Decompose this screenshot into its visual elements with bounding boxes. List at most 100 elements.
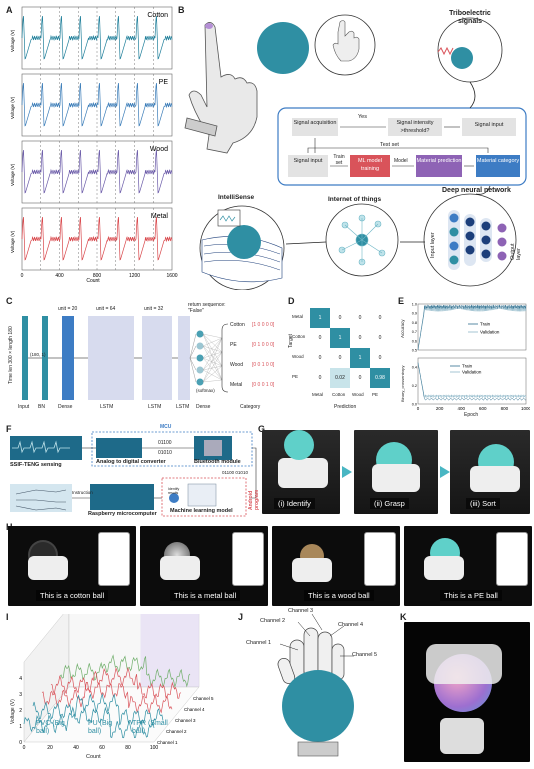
trace-line <box>21 15 173 60</box>
category-bracket <box>221 323 229 393</box>
confusion-ylabel: Target <box>288 334 294 348</box>
channel-leaders <box>279 613 354 657</box>
label-softmax: (softmax) <box>196 388 215 393</box>
label-tpr: TPR (Small ball) <box>132 720 168 735</box>
layer-label: Input <box>18 404 30 410</box>
flow-container <box>277 107 527 186</box>
trace-label: Metal <box>151 213 169 220</box>
panel-g: (i) Identify (ii) Grasp (iii) Sort <box>262 430 532 518</box>
panel-f-graphics <box>10 431 257 517</box>
confusion-row-label: PE <box>292 374 299 379</box>
caption-pe: This is a PE ball <box>440 590 502 601</box>
panel-i-xlabel: Count <box>86 754 101 760</box>
photo-wood: This is a wood ball <box>272 526 400 606</box>
y-tick-label: 1 <box>19 724 22 730</box>
dense-nodes <box>189 330 223 386</box>
label-android: Android program <box>248 489 260 510</box>
lstm-block-1 <box>88 316 134 400</box>
accuracy-tick: 0.9 <box>412 312 417 316</box>
identify-icon <box>169 493 179 503</box>
label-test-set: Test set <box>380 142 399 148</box>
channel-label: Channel 5 <box>193 696 214 701</box>
channel-trace <box>41 682 173 715</box>
node-signal-acquisition <box>292 118 338 136</box>
y-tick-label: 0 <box>19 740 22 746</box>
label-ml-training: ML model training <box>358 158 382 172</box>
epoch-tick: 200 <box>436 406 444 411</box>
photo-sort: (iii) Sort <box>450 430 530 514</box>
panel-letter-d: D <box>288 296 295 306</box>
phone-screen <box>496 532 528 586</box>
confusion-col-label: Metal <box>312 392 324 397</box>
channel-label: Channel 1 <box>157 740 178 745</box>
loss-tick: 0.2 <box>412 384 417 388</box>
glove-shape <box>372 464 420 492</box>
glove-shape <box>278 458 328 488</box>
epoch-tick: 400 <box>457 406 465 411</box>
category-code: [0 1 0 0 0] <box>252 342 275 348</box>
loss-train-line <box>417 362 527 401</box>
bn-block <box>42 316 48 400</box>
panel-letter-b: B <box>178 5 185 15</box>
label-ml: Machine learning model <box>170 508 233 514</box>
epoch-tick: 1000 <box>521 406 530 411</box>
x-tick-label: 0 <box>21 273 24 279</box>
confusion-cell: 1 <box>350 348 370 368</box>
bluetooth-die <box>204 440 222 456</box>
label-pu: PU (Big ball) <box>88 720 113 735</box>
photo-identify: (i) Identify <box>262 430 340 514</box>
confusion-cell: 0.98 <box>370 368 390 388</box>
raspberry-board <box>90 484 154 510</box>
confusion-row-label: Metal <box>292 314 304 319</box>
y-tick-label: 4 <box>19 676 22 682</box>
trace-ylabel: Voltage (V) <box>10 230 15 253</box>
lstm-block-2 <box>142 316 172 400</box>
label-signal-intensity: Signal intensity >threshold? <box>396 120 434 134</box>
arrow-icon <box>440 466 450 478</box>
label-pvc: PVC (Big ball) <box>36 720 65 735</box>
label-signal-input: Signal input <box>293 158 323 164</box>
x-tick-label: 0 <box>23 745 26 751</box>
dense-node <box>196 378 204 386</box>
label-intellisense: IntelliSense <box>218 194 255 201</box>
wrist-illustration <box>297 741 339 757</box>
x-tick-label: 80 <box>125 745 131 751</box>
layer-label: LSTM <box>100 404 114 410</box>
channel-3-label: Channel 3 <box>288 608 314 614</box>
category-code: [0 0 1 0 0] <box>252 362 275 368</box>
photo-pe: This is a PE ball <box>404 526 532 606</box>
label-train-set: Train set <box>333 154 345 166</box>
label-signal-input-top: Signal input <box>474 122 504 128</box>
glove-shape <box>292 558 332 582</box>
caption-wood: This is a wood ball <box>304 590 374 601</box>
trace-label: Wood <box>150 146 168 153</box>
robot-base <box>440 718 484 754</box>
panel-f: SSIF-TENG sensing MCU Analog to digital … <box>8 424 260 520</box>
layer-label: Dense <box>196 404 211 410</box>
panel-a-xlabel: Count <box>86 278 100 284</box>
confusion-cell: 0 <box>310 348 330 368</box>
label-shape: (180, 1) <box>30 352 46 357</box>
panel-letter-g: G <box>258 424 266 434</box>
glove-shape <box>424 556 464 580</box>
trace-ylabel: Voltage (V) <box>10 163 15 186</box>
intellisense-hand-icon <box>201 209 283 283</box>
dense-node <box>196 366 204 374</box>
accuracy-validation-line <box>417 305 527 351</box>
category-code: [1 0 0 0 0] <box>252 322 275 328</box>
layer-label: Dense <box>58 404 73 410</box>
loss-tick: 0.0 <box>412 403 417 407</box>
x-tick-label: 1600 <box>166 273 177 279</box>
layer-label: LSTM <box>176 404 190 410</box>
label-ssif: SSIF-TENG sensing <box>10 462 62 468</box>
label-identify: Identify results <box>168 487 180 495</box>
signal-wave-icon <box>437 46 454 56</box>
label-iot: Internet of things <box>328 196 382 203</box>
input-block <box>22 316 28 400</box>
ball-shape <box>284 430 314 460</box>
caption-sort: (iii) Sort <box>466 498 500 509</box>
hand-xray-box <box>10 484 72 512</box>
panel-c: Time len 300 × length 180 (180, 1) unit … <box>8 302 286 416</box>
